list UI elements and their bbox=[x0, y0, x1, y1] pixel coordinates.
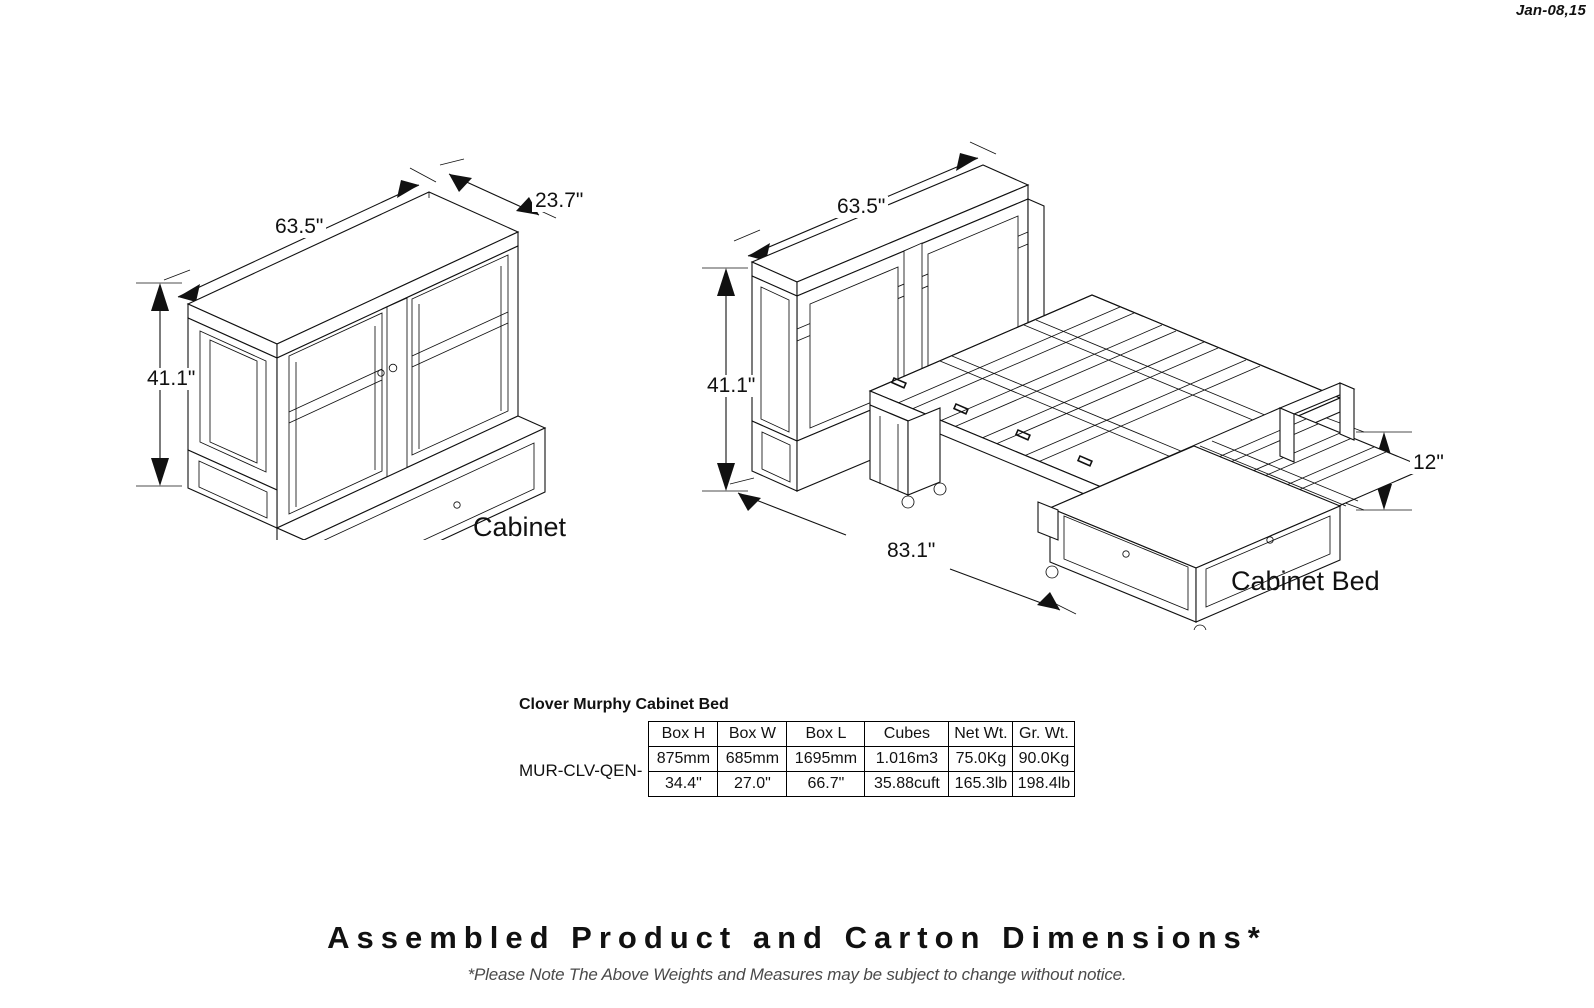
cell-box-l-imperial: 66.7" bbox=[786, 771, 866, 797]
column-header-box-l: Box L bbox=[786, 721, 866, 747]
dimension-label-bed-height: 41.1" bbox=[704, 374, 759, 398]
bed-drawer-pull-side bbox=[1266, 536, 1274, 544]
cell-cubes-imperial: 35.88cuft bbox=[864, 771, 950, 797]
dimension-width-63 bbox=[163, 167, 437, 302]
cell-net-wt-imperial: 165.3lb bbox=[948, 771, 1014, 797]
dimension-label-cabinet-width: 63.5" bbox=[272, 215, 327, 239]
cell-box-h-imperial: 34.4" bbox=[648, 771, 719, 797]
bed-hinges bbox=[890, 376, 1093, 467]
table-row: 34.4" 27.0" 66.7" 35.88cuft 165.3lb 198.… bbox=[648, 771, 1076, 797]
dimension-label-bed-length: 83.1" bbox=[884, 539, 939, 563]
table-header-row: Box H Box W Box L Cubes Net Wt. Gr. Wt. bbox=[648, 721, 1076, 747]
cell-cubes-metric: 1.016m3 bbox=[864, 746, 950, 772]
cell-box-w-metric: 685mm bbox=[717, 746, 788, 772]
spec-table-block: Clover Murphy Cabinet Bed MUR-CLV-QEN- B… bbox=[519, 696, 1076, 797]
cell-net-wt-metric: 75.0Kg bbox=[948, 746, 1014, 772]
caster-wheel-4 bbox=[1193, 624, 1207, 630]
bed-drawer-pull-front bbox=[1122, 550, 1130, 558]
caster-wheel-3 bbox=[1045, 565, 1059, 579]
footer-disclaimer: *Please Note The Above Weights and Measu… bbox=[467, 965, 1127, 984]
column-header-box-w: Box W bbox=[717, 721, 788, 747]
caster-wheel-1 bbox=[901, 495, 915, 509]
drawer-pull bbox=[453, 501, 461, 509]
column-header-gr-wt: Gr. Wt. bbox=[1012, 721, 1076, 747]
column-header-box-h: Box H bbox=[648, 721, 719, 747]
door-knob-right bbox=[388, 363, 398, 373]
cabinet-bed-isometric-drawing bbox=[702, 141, 1428, 630]
table-row: 875mm 685mm 1695mm 1.016m3 75.0Kg 90.0Kg bbox=[648, 746, 1076, 772]
door-knob-left bbox=[377, 369, 385, 377]
caption-cabinet-bed: Cabinet Bed bbox=[1231, 566, 1380, 596]
column-header-net-wt: Net Wt. bbox=[948, 721, 1014, 747]
spec-model-number: MUR-CLV-QEN- bbox=[519, 760, 643, 780]
dimension-label-bed-width: 63.5" bbox=[834, 195, 889, 219]
cell-box-l-metric: 1695mm bbox=[786, 746, 866, 772]
spec-title: Clover Murphy Cabinet Bed bbox=[519, 696, 729, 713]
footer-title: Assembled Product and Carton Dimensions* bbox=[327, 920, 1267, 955]
cell-gr-wt-metric: 90.0Kg bbox=[1012, 746, 1076, 772]
cell-box-h-metric: 875mm bbox=[648, 746, 719, 772]
dimension-label-cabinet-height: 41.1" bbox=[144, 367, 199, 391]
cabinet-isometric-drawing bbox=[136, 158, 557, 540]
column-header-cubes: Cubes bbox=[864, 721, 950, 747]
cell-gr-wt-imperial: 198.4lb bbox=[1012, 771, 1076, 797]
spec-table: Box H Box W Box L Cubes Net Wt. Gr. Wt. … bbox=[648, 721, 1076, 797]
footer: Assembled Product and Carton Dimensions*… bbox=[0, 920, 1594, 985]
cell-box-w-imperial: 27.0" bbox=[717, 771, 788, 797]
date-stamp: Jan-08,15 bbox=[1515, 2, 1586, 19]
caption-cabinet: Cabinet bbox=[473, 512, 567, 542]
dimension-bed-length-83 bbox=[729, 477, 1077, 615]
dimension-label-bed-deck-height: 12" bbox=[1410, 451, 1447, 475]
dimension-label-cabinet-depth: 23.7" bbox=[532, 189, 587, 213]
caster-wheel-2 bbox=[933, 482, 947, 496]
